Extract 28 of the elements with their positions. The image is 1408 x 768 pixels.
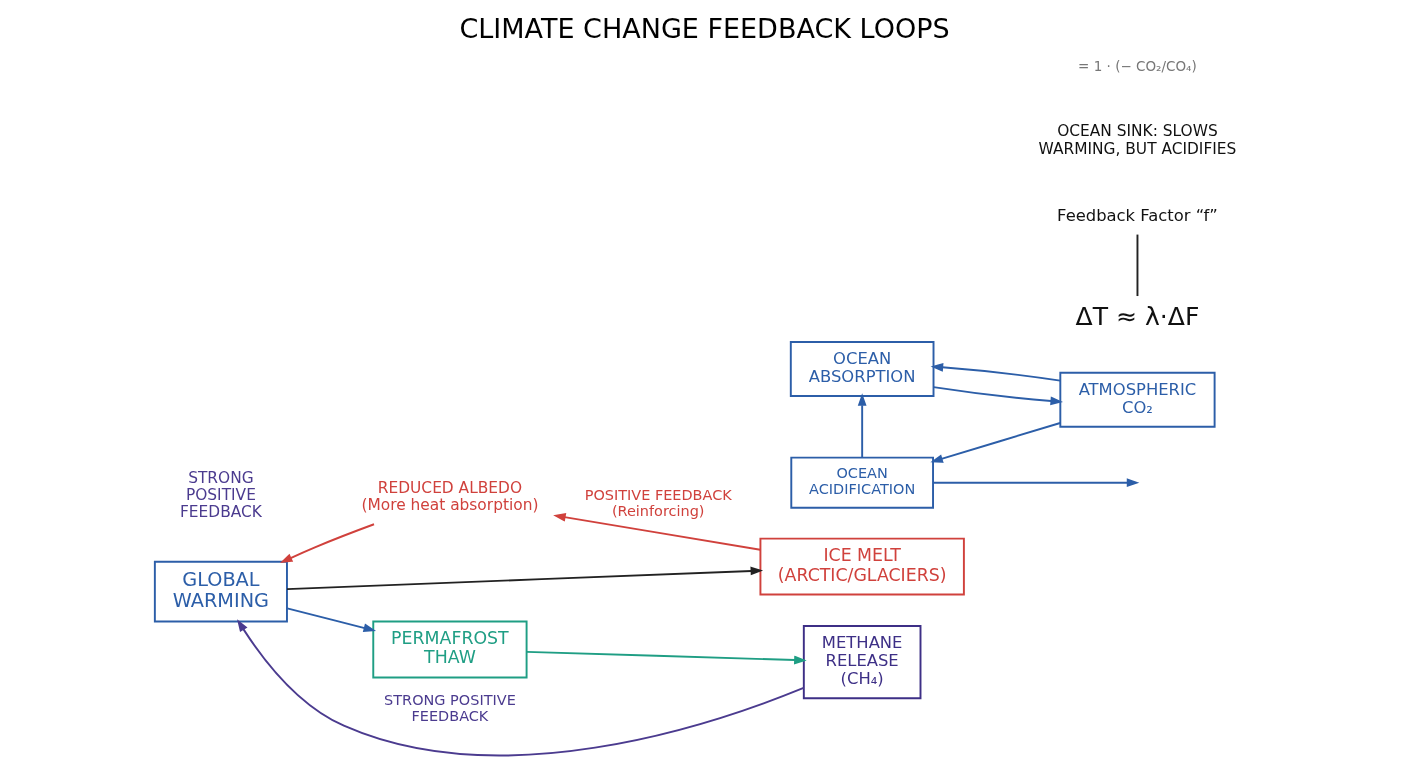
node-box: METHANE RELEASE (CH₄) xyxy=(802,624,921,700)
edge-label: STRONG POSITIVE FEEDBACK xyxy=(383,691,516,724)
arrow xyxy=(931,478,1139,488)
connector xyxy=(1136,233,1138,297)
arrow xyxy=(552,512,761,551)
arrow xyxy=(285,566,763,591)
arrow xyxy=(279,523,375,563)
node-box: OCEAN ABSORPTION xyxy=(789,340,934,397)
diagram-title: CLIMATE CHANGE FEEDBACK LOOPS xyxy=(458,12,950,44)
arrow xyxy=(525,650,807,665)
node-text: ΔT ≈ λ·ΔF xyxy=(1075,301,1199,331)
node-box: GLOBAL WARMING xyxy=(153,560,288,623)
label: OCEAN SINK: SLOWS WARMING, BUT ACIDIFIES xyxy=(1038,122,1236,158)
node-box: PERMAFROST THAW xyxy=(371,620,528,679)
edge-label: POSITIVE FEEDBACK (Reinforcing) xyxy=(584,487,732,520)
arrow xyxy=(285,607,376,633)
node-text: REDUCED ALBEDO (More heat absorption) xyxy=(360,479,538,515)
node-box: ATMOSPHERIC CO₂ xyxy=(1058,371,1216,428)
arrow xyxy=(929,422,1061,463)
arrow xyxy=(932,386,1063,406)
arrow xyxy=(236,619,805,757)
arrow xyxy=(857,393,867,459)
label: STRONG POSITIVE FEEDBACK xyxy=(179,468,262,522)
node-text: Feedback Factor “f” xyxy=(1056,205,1218,225)
node-box: ICE MELT (ARCTIC/GLACIERS) xyxy=(758,537,965,596)
node-box: OCEAN ACIDIFICATION xyxy=(789,456,934,509)
label: = 1 · (− CO₂/CO₄) xyxy=(1077,57,1197,74)
arrow xyxy=(930,362,1061,382)
